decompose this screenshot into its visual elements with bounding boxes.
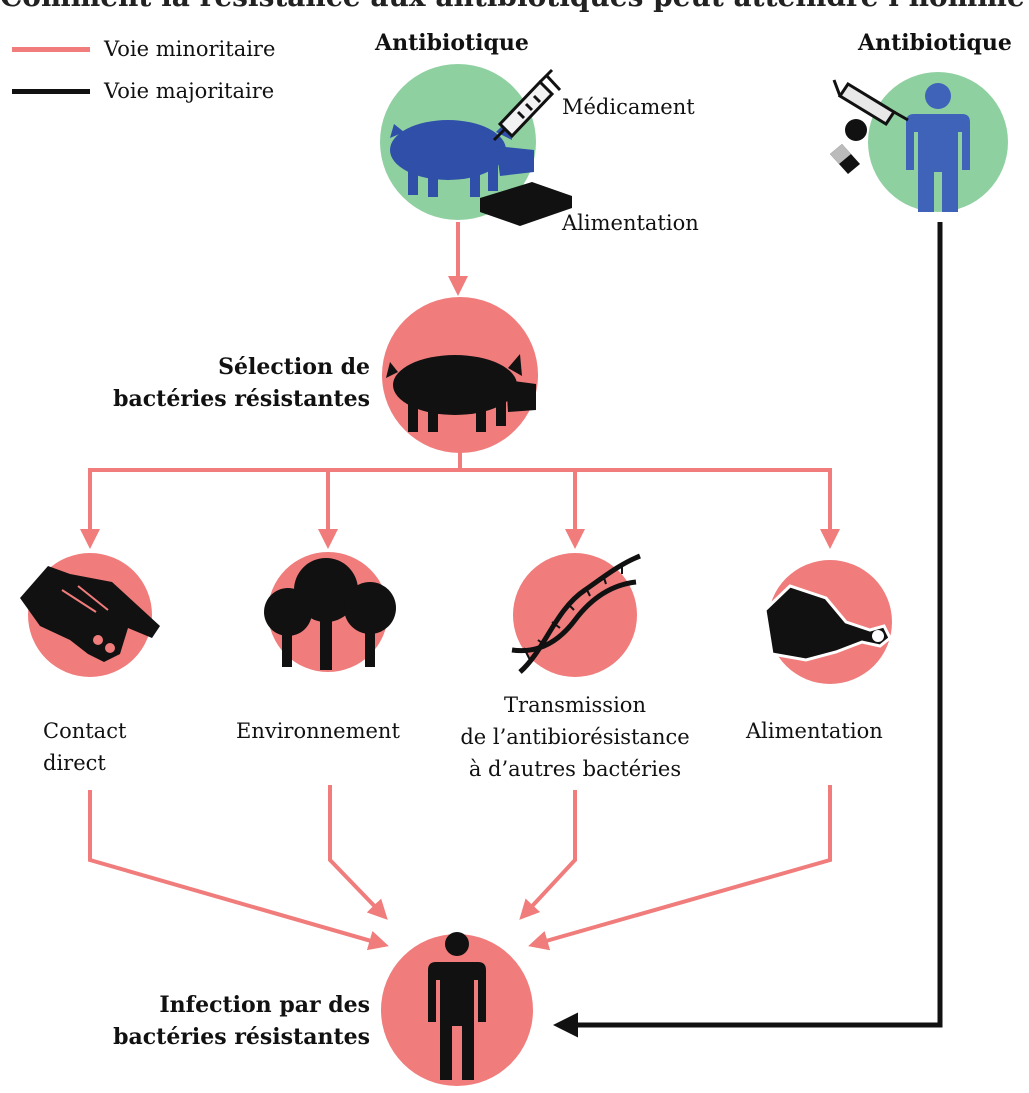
arrows [80,222,943,1038]
node-environment [264,552,396,672]
arrow-contact-to-infection [88,790,389,951]
pig-icon [390,118,534,197]
pig-icon [386,354,536,432]
syringe-icon [832,79,909,127]
person-icon [906,83,970,212]
node-selection [382,297,538,453]
node-animal-antibiotic [380,64,572,226]
transmission-label-line1: Transmission [504,693,646,717]
legend-minor: Voie minoritaire [12,34,275,64]
contact-label-line2: direct [43,751,106,775]
feed-block-icon [480,182,572,226]
legend-minor-label: Voie minoritaire [104,37,276,61]
animal-feed-label: Alimentation [562,211,699,235]
selection-label-line2: bactéries résistantes [113,386,370,412]
node-infection [381,932,533,1086]
infection-label-line1: Infection par des [159,992,370,1018]
syringe-icon [492,68,562,142]
node-food [763,560,892,684]
arrow-human-to-infection [553,222,943,1038]
arrow-environment-to-infection [328,785,388,920]
legend-major: Voie majoritaire [12,76,274,106]
selection-label-line1: Sélection de [218,354,370,380]
food-label: Alimentation [746,719,883,743]
person-icon [428,932,486,1080]
contact-label-line1: Contact [43,719,127,743]
pills-icon [830,119,867,174]
arrow-transmission-to-infection [519,790,577,920]
human-antibiotic-title: Antibiotique [858,30,1012,56]
dna-icon [511,553,641,674]
node-contact [20,553,160,677]
legend-major-swatch [12,88,90,94]
legend-minor-swatch [12,46,90,52]
node-transmission [511,553,641,677]
trees-icon [264,558,396,670]
environment-label: Environnement [236,719,400,743]
hand-icon [20,566,160,662]
animal-antibiotic-title: Antibiotique [375,30,529,56]
transmission-label-line2: de l’antibiorésistance [460,725,690,749]
ham-icon [763,584,892,662]
transmission-label-line3: à d’autres bactéries [468,757,682,781]
arrow-food-to-infection [528,785,832,951]
legend-major-label: Voie majoritaire [104,79,275,103]
medicament-label: Médicament [562,95,695,119]
cropped-title: Comment la résistance aux antibiotiques … [0,0,1029,14]
infection-label-line2: bactéries résistantes [113,1024,370,1050]
node-human-antibiotic [830,72,1008,212]
